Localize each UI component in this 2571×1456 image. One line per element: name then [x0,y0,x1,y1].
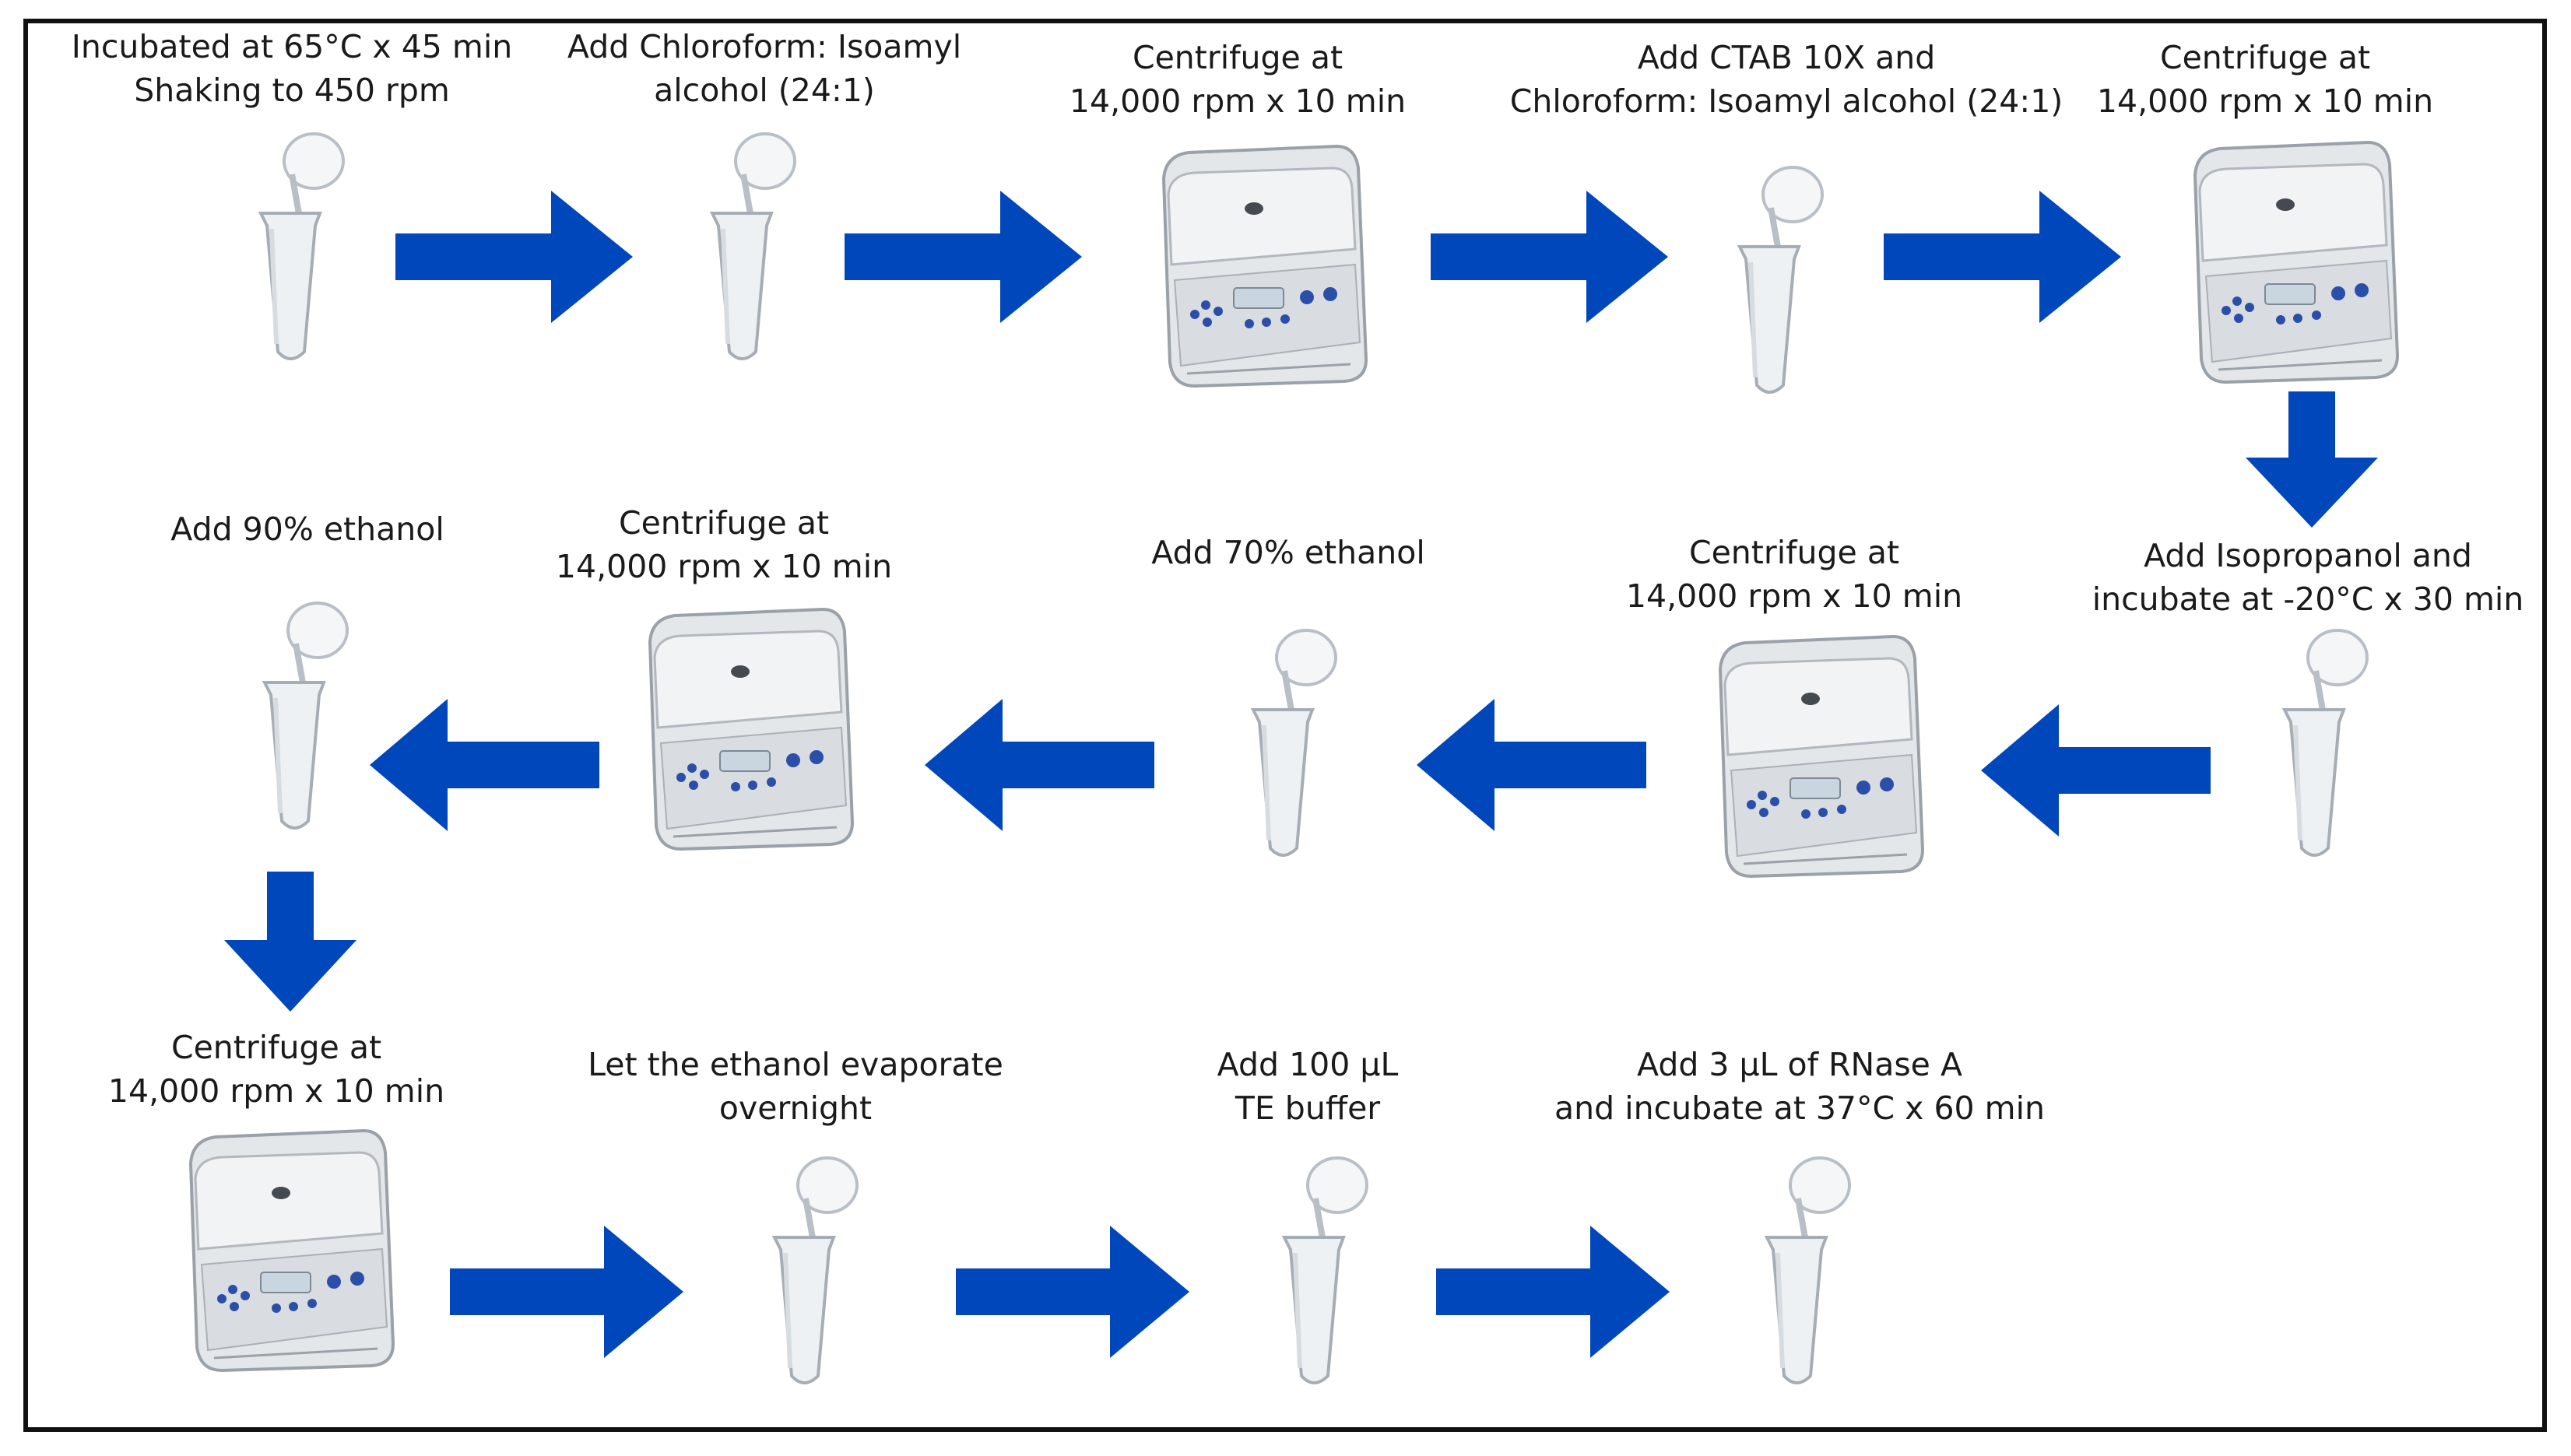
centrifuge-icon [188,1128,395,1373]
centrifuge-icon [1718,634,1925,879]
tube-icon [1737,166,1824,394]
tube-icon [258,132,345,360]
centrifuge-icon [648,607,855,851]
tube-icon [1250,629,1337,857]
arrow-step-11-to-12 [450,1226,683,1358]
step-3-label: Centrifuge at 14,000 rpm x 10 min [1069,39,1407,120]
step-10-label: Add 90% ethanol [170,510,444,548]
step-11-label: Centrifuge at 14,000 rpm x 10 min [107,1029,445,1110]
tube-icon [1764,1156,1851,1384]
tube-icon [262,602,349,830]
arrow-step-9-to-10 [370,699,599,831]
tube-icon [1281,1156,1368,1384]
centrifuge-icon [2193,140,2400,384]
step-6-label: Add Isopropanol and incubate at -20°C x … [2092,537,2524,618]
step-13-label: Add 100 µL TE buffer [1217,1046,1399,1127]
step-9-label: Centrifuge at 14,000 rpm x 10 min [555,504,893,585]
tube-icon [709,132,796,360]
arrow-step-2-to-3 [845,191,1082,323]
arrow-step-13-to-14 [1436,1226,1670,1358]
step-1-label: Incubated at 65°C x 45 min Shaking to 45… [71,28,513,109]
step-4-label: Add CTAB 10X and Chloroform: Isoamyl alc… [1509,39,2063,120]
step-2-label: Add Chloroform: Isoamyl alcohol (24:1) [567,28,962,109]
tube-icon [2281,629,2369,857]
centrifuge-icon [1161,144,1368,388]
arrow-step-1-to-2 [395,191,633,323]
arrow-step-10-to-11 [224,872,356,1012]
arrow-step-5-to-6 [2246,391,2378,528]
step-5-label: Centrifuge at 14,000 rpm x 10 min [2096,39,2434,120]
step-7-label: Centrifuge at 14,000 rpm x 10 min [1625,534,1963,615]
tube-icon [771,1156,859,1384]
arrow-step-4-to-5 [1884,191,2121,323]
arrow-step-6-to-7 [1981,704,2211,837]
step-12-label: Let the ethanol evaporate overnight [588,1046,1003,1127]
arrow-step-7-to-8 [1417,699,1646,831]
step-8-label: Add 70% ethanol [1151,534,1425,571]
step-14-label: Add 3 µL of RNase A and incubate at 37°C… [1554,1046,2045,1127]
arrow-step-12-to-13 [956,1226,1189,1358]
arrow-step-3-to-4 [1431,191,1668,323]
arrow-step-8-to-9 [925,699,1154,831]
